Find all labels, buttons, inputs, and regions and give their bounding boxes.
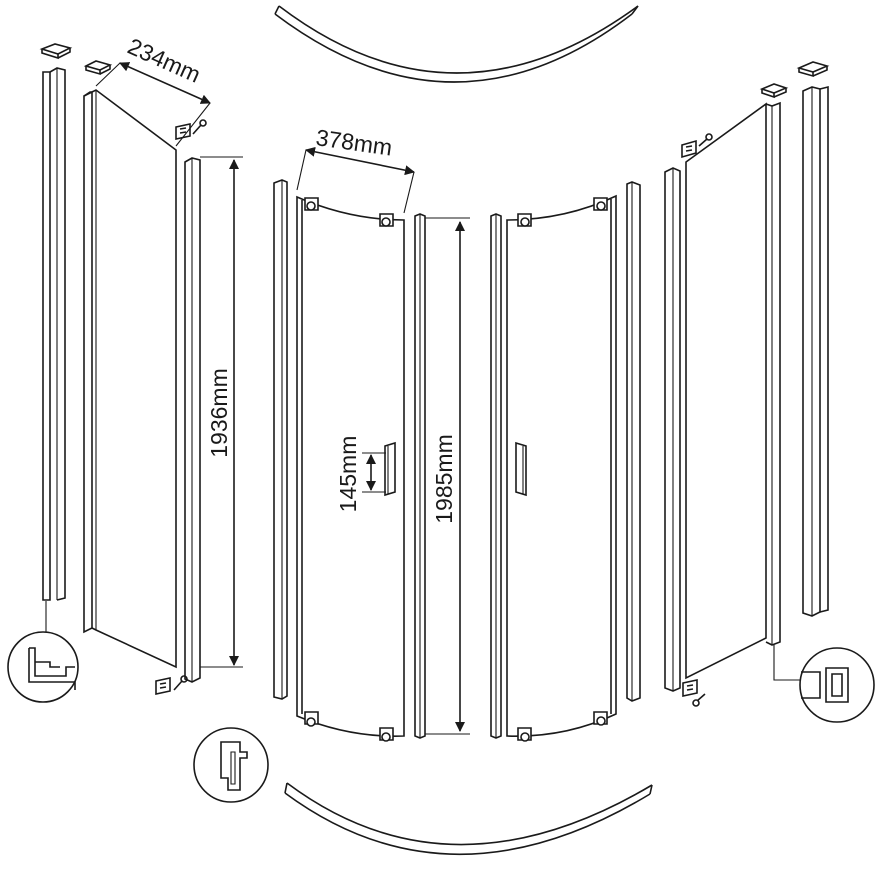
handle-icon [515, 441, 527, 497]
screw-icon [692, 693, 706, 707]
door-width-label: 378mm [314, 124, 394, 160]
side-panel-width-dimension: 234mm [95, 33, 211, 147]
left-door-profile [273, 179, 288, 700]
roller-icon [304, 711, 319, 727]
handle-height-dimension: 145mm [335, 436, 386, 513]
left-sliding-door [296, 195, 405, 737]
right-profile-section-callout [799, 647, 875, 723]
roller-icon [379, 213, 394, 227]
right-seal-strip [664, 167, 681, 692]
top-curved-rail [274, 5, 639, 83]
handle-icon [384, 441, 396, 497]
left-side-glass-panel [83, 89, 177, 669]
center-seal-strip-left [414, 213, 426, 739]
callout-leader [773, 645, 800, 681]
left-seal-strip [184, 157, 201, 683]
end-cap-icon [796, 61, 830, 78]
end-cap-icon [83, 60, 113, 76]
hinge-icon [682, 679, 698, 697]
roller-icon [593, 711, 608, 726]
side-panel-width-label: 234mm [124, 33, 205, 88]
handle-height-label: 145mm [335, 436, 361, 513]
end-cap-icon [759, 83, 789, 99]
roller-icon [304, 197, 319, 211]
right-side-glass-panel [685, 101, 781, 680]
right-door-profile [626, 181, 641, 702]
hinge-icon [681, 139, 697, 159]
hinge-icon [175, 123, 191, 140]
screw-icon [192, 119, 207, 135]
door-height-dimension: 1985mm [425, 217, 470, 735]
left-wall-profile [42, 67, 66, 601]
right-sliding-door [506, 194, 617, 737]
roller-icon [517, 213, 532, 227]
bottom-profile-section-callout [193, 727, 269, 803]
roller-icon [379, 727, 394, 742]
side-panel-height-label: 1936mm [206, 368, 232, 457]
roller-icon [517, 727, 532, 742]
bottom-curved-rail [284, 782, 653, 855]
side-panel-height-dimension: 1936mm [200, 156, 243, 668]
screw-icon [698, 133, 713, 147]
roller-icon [593, 197, 608, 211]
door-height-label: 1985mm [431, 434, 457, 523]
center-seal-strip-right [490, 213, 502, 739]
right-wall-profile [802, 85, 829, 617]
left-profile-section-callout [7, 631, 79, 703]
end-cap-icon [39, 43, 73, 60]
hinge-icon [155, 677, 171, 695]
